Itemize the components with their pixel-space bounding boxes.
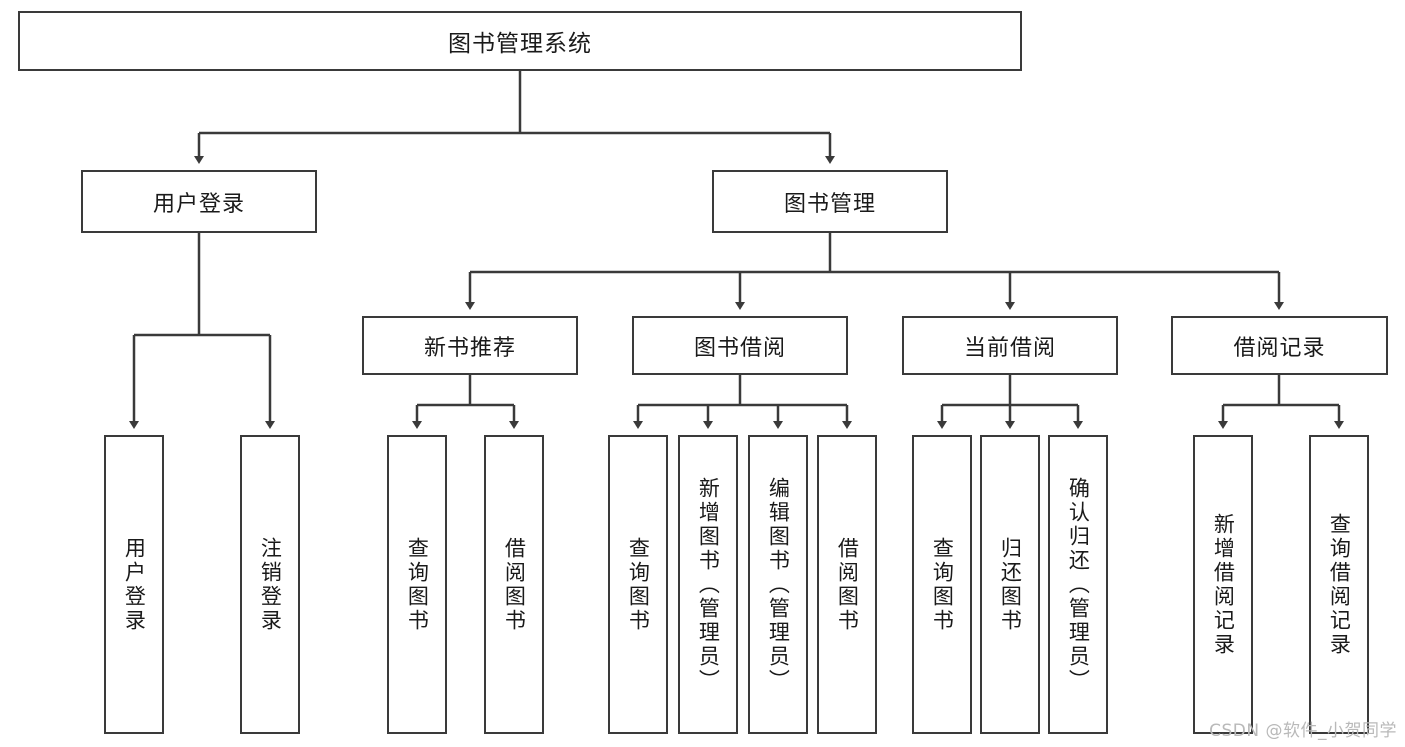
leaf-query-book-1[interactable]: 查询图书: [387, 435, 447, 734]
leaf-label: 归还图书: [998, 536, 1023, 633]
node-user-login[interactable]: 用户登录: [81, 170, 317, 233]
leaf-label: 注销登录: [258, 536, 283, 633]
leaf-query-book-2[interactable]: 查询图书: [608, 435, 668, 734]
node-book-manage[interactable]: 图书管理: [712, 170, 948, 233]
node-label: 借阅记录: [1233, 335, 1326, 361]
node-label: 用户登录: [152, 191, 245, 217]
leaf-label: 查询图书: [405, 536, 430, 633]
node-book-borrow[interactable]: 图书借阅: [632, 316, 848, 375]
leaf-edit-book[interactable]: 编辑图书（管理员）: [748, 435, 808, 734]
leaf-borrow-book-1[interactable]: 借阅图书: [484, 435, 544, 734]
node-label: 当前借阅: [963, 335, 1056, 361]
leaf-add-record[interactable]: 新增借阅记录: [1193, 435, 1253, 734]
leaf-label: 编辑图书（管理员）: [766, 476, 791, 693]
leaf-label: 查询借阅记录: [1327, 512, 1352, 657]
node-borrow-record[interactable]: 借阅记录: [1171, 316, 1388, 375]
leaf-label: 新增借阅记录: [1211, 512, 1236, 657]
leaf-logout-login[interactable]: 注销登录: [240, 435, 300, 734]
watermark: CSDN @软件_小贺同学: [1209, 721, 1397, 741]
leaf-label: 确认归还（管理员）: [1066, 476, 1091, 693]
leaf-return-book[interactable]: 归还图书: [980, 435, 1040, 734]
leaf-label: 借阅图书: [502, 536, 527, 633]
node-label: 新书推荐: [423, 335, 516, 361]
node-label: 图书管理: [783, 191, 876, 217]
leaf-label: 查询图书: [626, 536, 651, 633]
node-label: 图书管理系统: [448, 31, 592, 57]
leaf-query-record[interactable]: 查询借阅记录: [1309, 435, 1369, 734]
leaf-add-book[interactable]: 新增图书（管理员）: [678, 435, 738, 734]
leaf-user-login[interactable]: 用户登录: [104, 435, 164, 734]
leaf-borrow-book-2[interactable]: 借阅图书: [817, 435, 877, 734]
leaf-confirm-return[interactable]: 确认归还（管理员）: [1048, 435, 1108, 734]
leaf-label: 新增图书（管理员）: [696, 476, 721, 693]
node-current-borrow[interactable]: 当前借阅: [902, 316, 1118, 375]
node-book-management-system[interactable]: 图书管理系统: [18, 11, 1022, 71]
node-new-book-recommend[interactable]: 新书推荐: [362, 316, 578, 375]
leaf-query-book-3[interactable]: 查询图书: [912, 435, 972, 734]
leaf-label: 查询图书: [930, 536, 955, 633]
node-label: 图书借阅: [693, 335, 786, 361]
leaf-label: 借阅图书: [835, 536, 860, 633]
leaf-label: 用户登录: [122, 536, 147, 633]
